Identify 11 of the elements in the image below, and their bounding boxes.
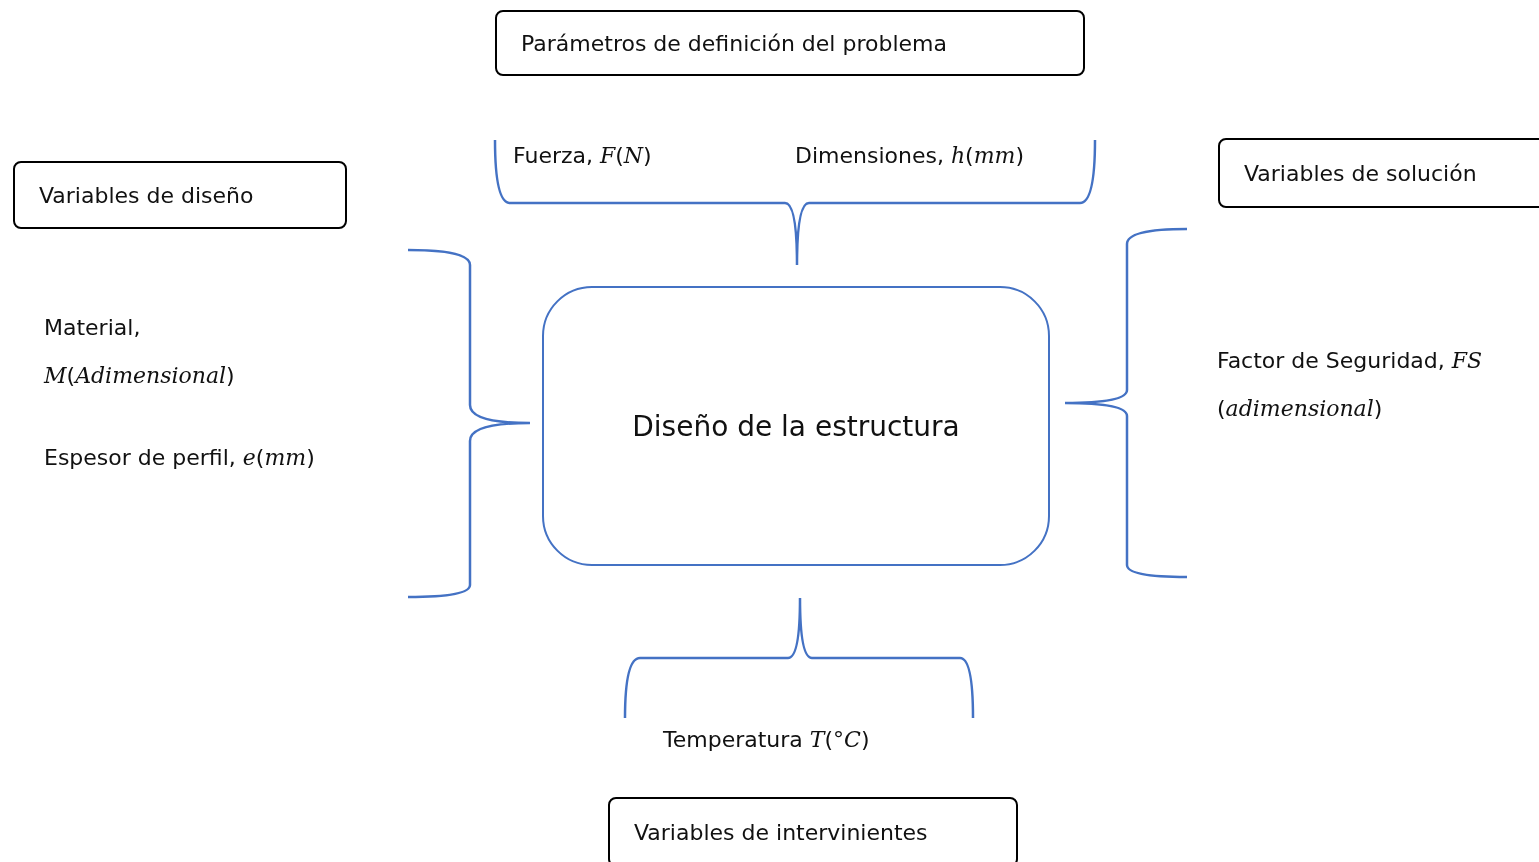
variable-label: Dimensiones, h(mm) [795, 142, 1026, 170]
process-box: Diseño de la estructura [542, 286, 1050, 566]
variable-label: Material, M(Adimensional) [44, 314, 236, 390]
category-box: Variables de diseño [13, 161, 347, 229]
variable-label: Fuerza, F(N) [513, 142, 653, 170]
title-box: Parámetros de definición del problema [495, 10, 1085, 76]
category-box: Variables de solución [1218, 138, 1539, 208]
variable-label: Factor de Seguridad, FS (adimensional) [1217, 347, 1484, 423]
variable-label: Temperatura T(°C) [663, 726, 871, 754]
variable-label: Espesor de perfil, e(mm) [44, 444, 316, 472]
category-box: Variables de intervinientes [608, 797, 1018, 862]
